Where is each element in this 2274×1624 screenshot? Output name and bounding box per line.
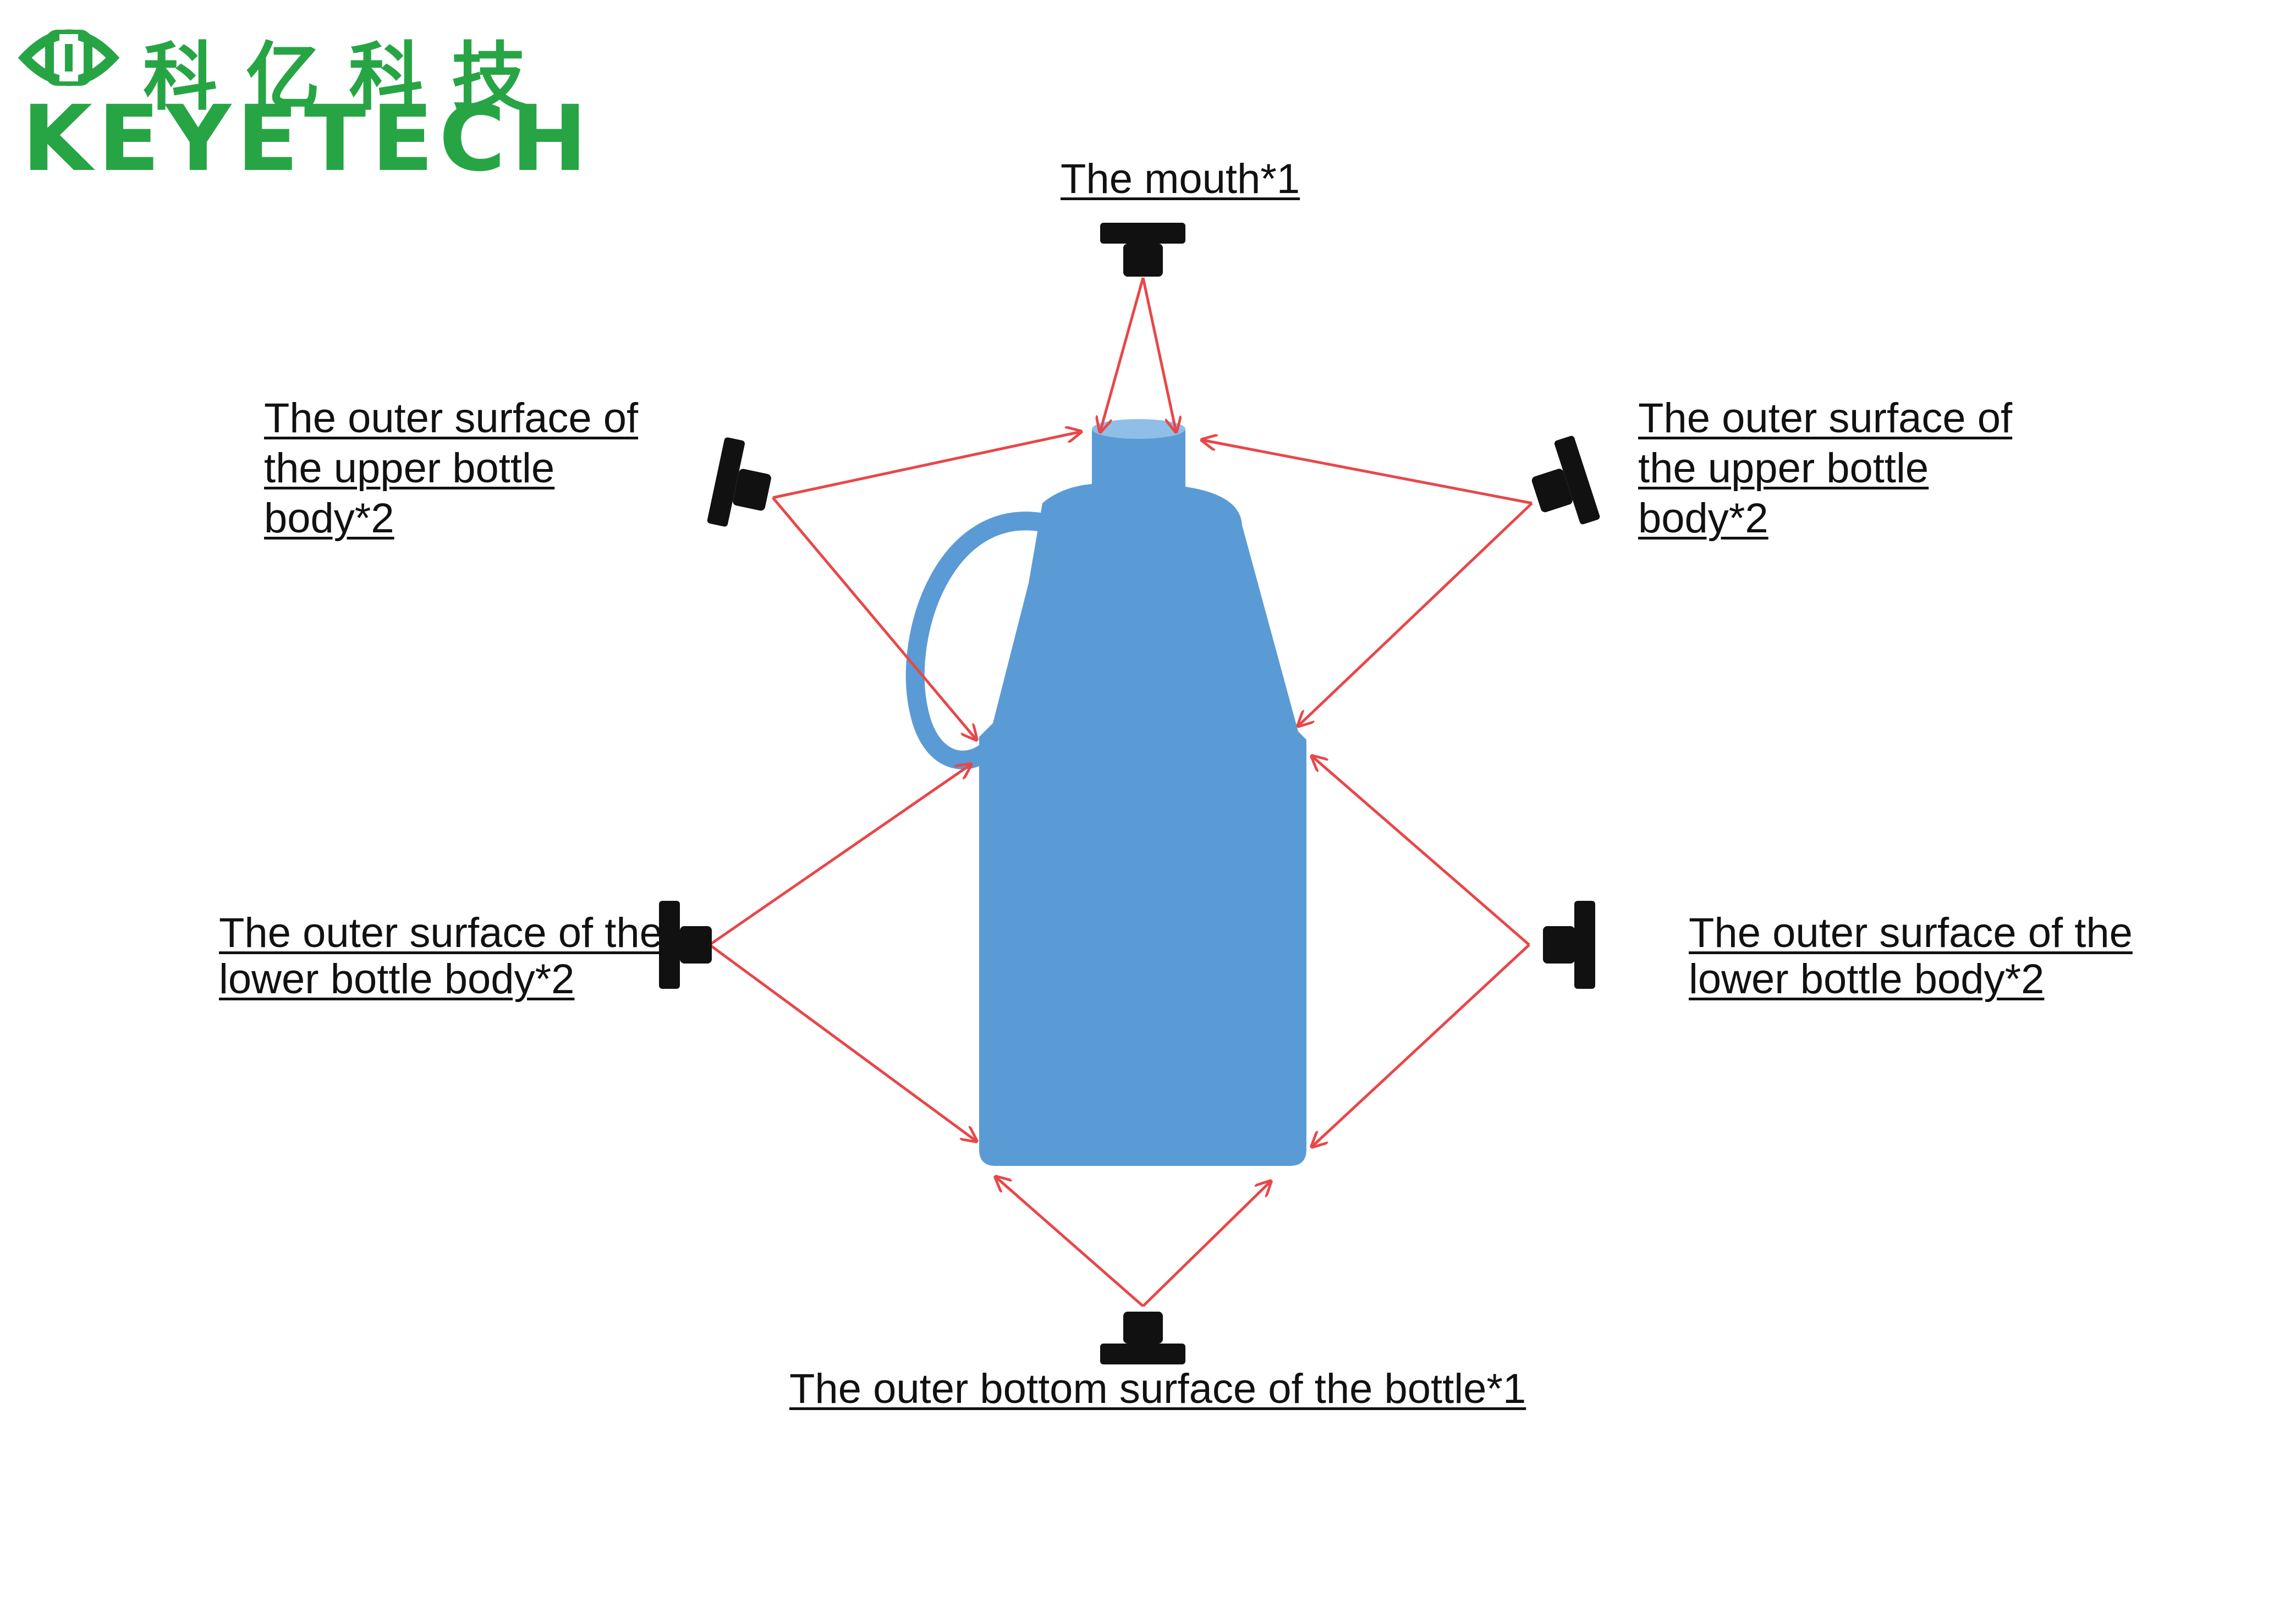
camera-lower-right <box>1543 901 1595 989</box>
label-lower-left-line-2: lower bottle body*2 <box>219 956 575 1003</box>
arrow-lower-right-top <box>1312 756 1530 946</box>
label-upper-right-line-1: The outer surface of <box>1638 395 2013 442</box>
label-upper-left: The outer surface of the upper bottle bo… <box>264 393 638 543</box>
label-bottom-line: The outer bottom surface of the bottle*1 <box>789 1366 1526 1412</box>
arrow-lower-right-bottom <box>1312 944 1530 1147</box>
bottle-handle <box>905 511 1052 769</box>
arrow-upper-left-waist <box>772 497 976 740</box>
logo-english-name: KEYETECH <box>22 86 593 191</box>
label-upper-left-line-3: body*2 <box>264 495 394 542</box>
camera-upper-right <box>1531 436 1600 525</box>
label-upper-right: The outer surface of the upper bottle bo… <box>1638 393 2012 543</box>
arrow-bottom-right <box>1142 1181 1271 1307</box>
arrow-upper-right-shoulder <box>1202 440 1533 505</box>
label-upper-left-line-2: the upper bottle <box>264 445 555 492</box>
label-upper-left-line-1: The outer surface of <box>264 395 639 442</box>
label-upper-right-line-2: the upper bottle <box>1638 445 1929 492</box>
arrow-upper-right-waist <box>1298 502 1533 726</box>
logo-chinese-name: 科亿科技 <box>143 34 554 120</box>
label-mouth-line: The mouth*1 <box>1061 156 1300 202</box>
label-lower-left: The outer surface of the lower bottle bo… <box>219 910 663 1003</box>
arrow-bottom-left <box>996 1177 1144 1307</box>
arrow-lower-left-bottom <box>708 943 976 1141</box>
label-mouth: The mouth*1 <box>1061 154 1300 204</box>
camera-bottom <box>1100 1312 1185 1364</box>
camera-upper-left <box>707 437 771 527</box>
label-bottom: The outer bottom surface of the bottle*1 <box>789 1364 1526 1414</box>
bottle <box>905 419 1306 1166</box>
arrow-mouth-left <box>1100 277 1145 432</box>
bottle-body <box>979 429 1306 1166</box>
arrows <box>708 277 1533 1307</box>
label-lower-left-line-1: The outer surface of the <box>219 910 663 956</box>
label-lower-right-line-1: The outer surface of the <box>1689 910 2133 956</box>
label-upper-right-line-3: body*2 <box>1638 495 1768 542</box>
bottle-mouth <box>1092 419 1185 439</box>
camera-lower-left <box>659 901 712 989</box>
arrow-upper-left-shoulder <box>772 432 1081 499</box>
label-lower-right: The outer surface of the lower bottle bo… <box>1689 910 2133 1003</box>
label-lower-right-line-2: lower bottle body*2 <box>1689 956 2045 1003</box>
logo-eye-icon <box>18 29 120 86</box>
arrow-mouth-right <box>1141 277 1176 432</box>
arrow-lower-left-top <box>708 764 971 946</box>
camera-mouth <box>1100 223 1185 277</box>
